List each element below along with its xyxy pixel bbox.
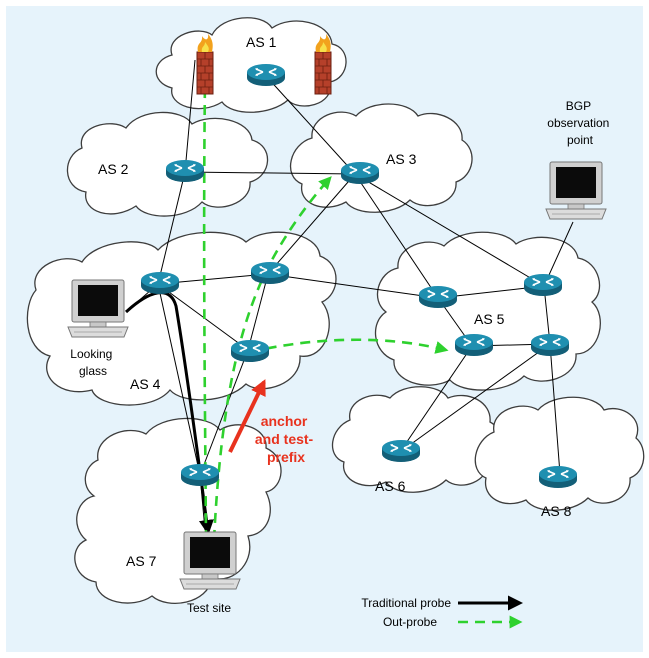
legend-traditional-label: Traditional probe [361,596,451,610]
router-icon [246,63,286,87]
as3-label: AS 3 [386,151,417,167]
router-icon [418,285,458,309]
as4-label: AS 4 [130,376,161,392]
out-probe-arrow-as3 [212,176,332,541]
legend: Traditional probe Out-probe [361,595,523,629]
router-icon [340,161,380,185]
router-icon [454,333,494,357]
as7-label: AS 7 [126,553,157,569]
anchor-arrow [228,379,266,453]
as6-label: AS 6 [375,478,406,494]
router-icon [381,439,421,463]
router-icon [180,463,220,487]
as5-label: AS 5 [474,311,505,327]
cloud-as8 [474,396,645,511]
test-site-label: Test site [187,601,231,615]
legend-outprobe-label: Out-probe [383,615,437,629]
router-icon [530,333,570,357]
as8-label: AS 8 [541,503,572,519]
as2-label: AS 2 [98,161,129,177]
cloud-as2 [66,111,269,217]
router-icon [165,159,205,183]
router-icon [250,261,290,285]
anchor-label: anchor and test- prefix [255,413,317,465]
bgp-observation-label: BGP observation point [547,99,612,147]
router-icon [230,339,270,363]
computer-icon [545,161,607,220]
computer-icon [179,531,241,590]
router-icon [523,273,563,297]
as1-label: AS 1 [246,34,277,50]
out-probe-arrow-as5 [249,338,449,354]
router-icon [538,465,578,489]
looking-glass-label: Looking glass [70,347,115,378]
computer-icon [67,279,129,338]
router-icon [140,271,180,295]
link-layer [127,59,574,531]
cloud-as3 [290,103,473,213]
